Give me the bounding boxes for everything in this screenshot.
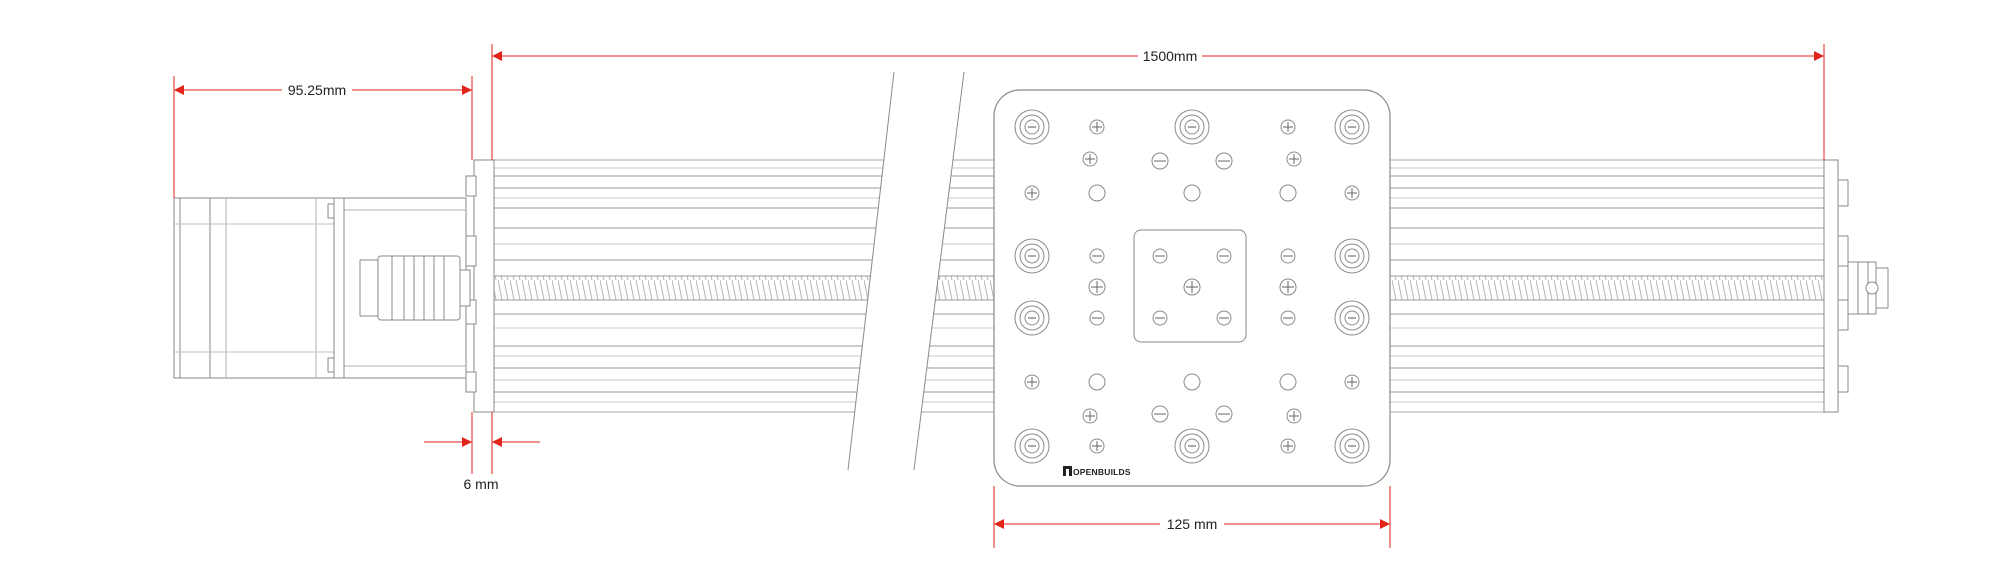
wheel-mount-hole — [1174, 428, 1210, 464]
left-end-plate — [465, 159, 495, 413]
screw-hole — [1152, 248, 1168, 264]
gantry-plate: OPENBUILDS — [993, 89, 1391, 487]
screw-hole — [1216, 310, 1232, 326]
wheel-mount-hole — [1174, 109, 1210, 145]
wheel-mount-hole — [1334, 300, 1370, 336]
screw-hole — [1151, 405, 1169, 423]
screw-hole — [1286, 408, 1302, 424]
wheel-mount-hole — [1334, 428, 1370, 464]
screw-hole — [1280, 248, 1296, 264]
screw-hole — [1280, 119, 1296, 135]
dimension-motor-length: 95.25mm — [288, 82, 346, 98]
screw-hole — [1215, 152, 1233, 170]
plate-hole — [1279, 373, 1297, 391]
screw-hole — [1089, 438, 1105, 454]
plate-hole — [1183, 373, 1201, 391]
break-gap — [847, 71, 965, 471]
shaft-coupler — [359, 255, 471, 321]
plate-hole — [1088, 184, 1106, 202]
screw-hole — [1216, 248, 1232, 264]
screw-hole — [1280, 310, 1296, 326]
logo-text: OPENBUILDS — [1073, 467, 1131, 477]
plate-hole — [1279, 184, 1297, 202]
screw-hole — [1215, 405, 1233, 423]
dimension-end-plate: 6 mm — [464, 476, 499, 492]
screw-hole — [1183, 278, 1201, 296]
plate-hole — [1088, 373, 1106, 391]
screw-hole — [1152, 310, 1168, 326]
wheel-mount-hole — [1334, 109, 1370, 145]
screw-hole — [1082, 408, 1098, 424]
screw-hole — [1286, 151, 1302, 167]
dimension-total-length: 1500mm — [1143, 48, 1197, 64]
dimension-gantry-plate: 125 mm — [1167, 516, 1218, 532]
right-end-plate — [1823, 159, 1889, 413]
wheel-mount-hole — [1014, 300, 1050, 336]
screw-hole — [1089, 310, 1105, 326]
screw-hole — [1082, 151, 1098, 167]
screw-hole — [1089, 119, 1105, 135]
screw-hole — [1344, 185, 1360, 201]
screw-hole — [1151, 152, 1169, 170]
screw-hole — [1088, 278, 1106, 296]
center-plate — [1133, 229, 1247, 343]
screw-hole — [1344, 374, 1360, 390]
screw-hole — [1279, 278, 1297, 296]
wheel-mount-hole — [1014, 428, 1050, 464]
screw-hole — [1280, 438, 1296, 454]
screw-hole — [1024, 185, 1040, 201]
plate-hole — [1183, 184, 1201, 202]
dimension-lines — [173, 44, 1825, 548]
screw-hole — [1089, 248, 1105, 264]
wheel-mount-hole — [1334, 238, 1370, 274]
openbuilds-logo: OPENBUILDS — [1063, 466, 1131, 477]
wheel-mount-hole — [1014, 238, 1050, 274]
wheel-mount-hole — [1014, 109, 1050, 145]
screw-hole — [1024, 374, 1040, 390]
